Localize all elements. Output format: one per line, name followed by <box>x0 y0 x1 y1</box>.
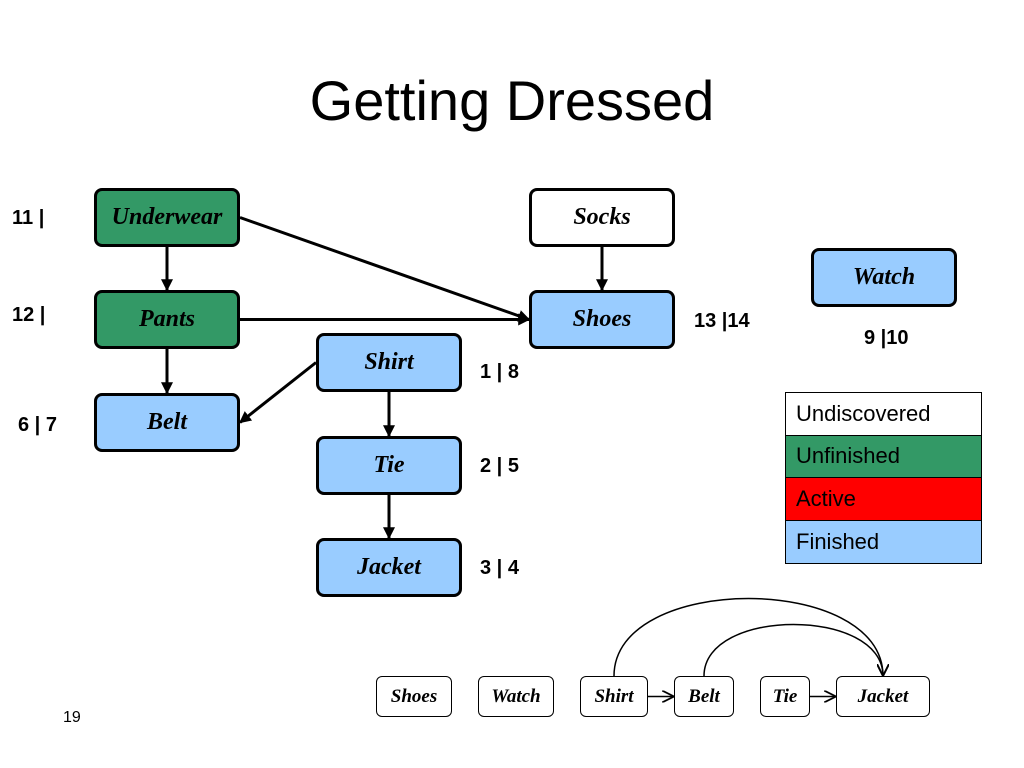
node-label: Socks <box>573 204 631 230</box>
node-shirt[interactable]: Shirt <box>316 333 462 392</box>
node-jacket[interactable]: Jacket <box>316 538 462 597</box>
times-belt: 6 | 7 <box>18 414 57 436</box>
sequence-label: Watch <box>491 685 541 707</box>
edge-underwear-shoes <box>239 216 531 322</box>
sequence-label: Shoes <box>390 685 438 707</box>
times-pants: 12 | <box>12 304 46 326</box>
sequence-item-watch[interactable]: Watch <box>478 676 554 717</box>
node-label: Shoes <box>572 306 632 332</box>
sequence-label: Jacket <box>857 685 909 707</box>
times-tie: 2 | 5 <box>480 455 519 477</box>
node-underwear[interactable]: Underwear <box>94 188 240 247</box>
node-tie[interactable]: Tie <box>316 436 462 495</box>
sequence-edge-shirt-jacket <box>613 597 883 676</box>
edge-shirt-belt <box>239 361 317 424</box>
sequence-label: Shirt <box>594 685 634 707</box>
node-label: Pants <box>138 306 195 332</box>
legend-unfinished: Unfinished <box>786 435 981 478</box>
node-label: Watch <box>852 264 916 290</box>
node-label: Tie <box>373 452 405 478</box>
times-shirt: 1 | 8 <box>480 361 519 383</box>
node-label: Belt <box>147 409 187 435</box>
times-jacket: 3 | 4 <box>480 557 519 579</box>
legend-undiscovered: Undiscovered <box>786 393 981 436</box>
legend-label: Unfinished <box>796 443 900 469</box>
node-belt[interactable]: Belt <box>94 393 240 452</box>
node-label: Shirt <box>364 349 414 375</box>
times-shoes: 13 |14 <box>694 310 750 332</box>
state-legend: Undiscovered Unfinished Active Finished <box>785 392 982 564</box>
sequence-label: Belt <box>688 685 720 707</box>
node-shoes[interactable]: Shoes <box>529 290 675 349</box>
node-label: Underwear <box>111 204 223 230</box>
slide-number: 19 <box>63 709 81 726</box>
sequence-edge-belt-jacket <box>703 623 883 676</box>
sequence-item-tie[interactable]: Tie <box>760 676 810 717</box>
times-underwear: 11 | <box>12 207 45 229</box>
sequence-item-jacket[interactable]: Jacket <box>836 676 930 717</box>
node-label: Jacket <box>357 554 421 580</box>
node-socks[interactable]: Socks <box>529 188 675 247</box>
times-watch: 9 |10 <box>864 327 909 349</box>
legend-label: Finished <box>796 528 880 554</box>
sequence-item-shoes[interactable]: Shoes <box>376 676 452 717</box>
legend-finished: Finished <box>786 520 981 563</box>
legend-label: Active <box>796 485 856 511</box>
page-title: Getting Dressed <box>309 69 715 132</box>
sequence-item-shirt[interactable]: Shirt <box>580 676 648 717</box>
sequence-item-belt[interactable]: Belt <box>674 676 734 717</box>
node-pants[interactable]: Pants <box>94 290 240 349</box>
legend-label: Undiscovered <box>796 400 931 426</box>
node-watch[interactable]: Watch <box>811 248 957 307</box>
sequence-label: Tie <box>772 685 798 707</box>
legend-active: Active <box>786 478 981 521</box>
